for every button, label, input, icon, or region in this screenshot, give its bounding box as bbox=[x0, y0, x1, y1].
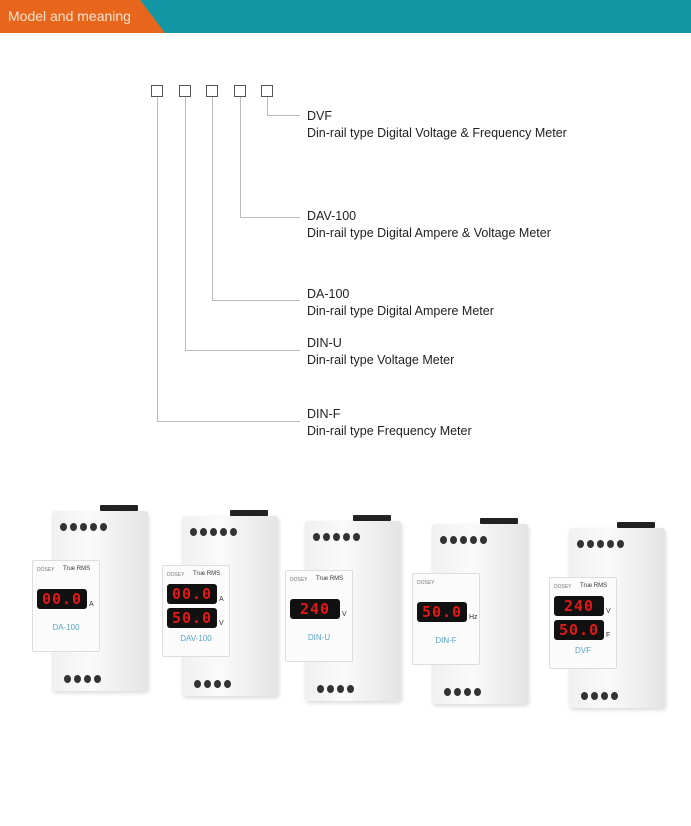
led-display: 50.0 bbox=[554, 620, 604, 640]
code-box-2 bbox=[179, 85, 191, 97]
led-display: 00.0 bbox=[37, 589, 87, 609]
top-terminals bbox=[60, 523, 107, 531]
top-terminals bbox=[577, 540, 624, 548]
rms-label: True RMS bbox=[193, 571, 221, 577]
model-label-din-f: DIN-F Din-rail type Frequency Meter bbox=[307, 406, 472, 440]
led-display: 50.0 bbox=[417, 602, 467, 622]
unit-label: F bbox=[606, 632, 611, 639]
unit-label: V bbox=[606, 608, 611, 615]
code-box-4 bbox=[234, 85, 246, 97]
top-terminals bbox=[440, 536, 487, 544]
connector bbox=[212, 97, 213, 300]
connector bbox=[240, 217, 300, 218]
top-terminals bbox=[313, 533, 360, 541]
bottom-terminals bbox=[194, 680, 231, 688]
din-clip bbox=[353, 515, 391, 521]
brand-label: DOSEY bbox=[417, 580, 435, 586]
model-code: DAV-100 bbox=[307, 209, 357, 223]
brand-label: DOSEY bbox=[554, 584, 572, 590]
bottom-terminals bbox=[64, 675, 101, 683]
model-code: DIN-F bbox=[307, 407, 341, 421]
led-display: 50.0 bbox=[167, 608, 217, 628]
unit-label: V bbox=[219, 620, 224, 627]
connector bbox=[157, 421, 300, 422]
rms-label: True RMS bbox=[580, 583, 608, 589]
bottom-terminals bbox=[317, 685, 354, 693]
top-terminals bbox=[190, 528, 237, 536]
din-clip bbox=[617, 522, 655, 528]
code-box-5 bbox=[261, 85, 273, 97]
model-name: DA-100 bbox=[52, 623, 80, 632]
model-name: DVF bbox=[575, 646, 591, 655]
connector bbox=[185, 97, 186, 350]
model-name: DIN-U bbox=[307, 633, 331, 642]
unit-label: V bbox=[342, 611, 347, 618]
connector bbox=[240, 97, 241, 217]
connector bbox=[157, 97, 158, 421]
code-box-3 bbox=[206, 85, 218, 97]
model-label-dvf: DVF Din-rail type Digital Voltage & Frequ… bbox=[307, 108, 567, 142]
led-display: 240 bbox=[554, 596, 604, 616]
bottom-terminals bbox=[581, 692, 618, 700]
din-clip bbox=[100, 505, 138, 511]
model-description: Din-rail type Digital Voltage & Frequenc… bbox=[307, 126, 567, 140]
section-banner: Model and meaning bbox=[0, 0, 691, 33]
model-code: DIN-U bbox=[307, 336, 342, 350]
model-description: Din-rail type Frequency Meter bbox=[307, 424, 472, 438]
model-label-din-u: DIN-U Din-rail type Voltage Meter bbox=[307, 335, 454, 369]
model-description: Din-rail type Digital Ampere & Voltage M… bbox=[307, 226, 551, 240]
model-description: Din-rail type Voltage Meter bbox=[307, 353, 455, 367]
led-display: 00.0 bbox=[167, 584, 217, 604]
model-description: Din-rail type Digital Ampere Meter bbox=[307, 304, 494, 318]
brand-label: DOSEY bbox=[167, 572, 185, 578]
section-title: Model and meaning bbox=[8, 8, 131, 24]
bottom-terminals bbox=[444, 688, 481, 696]
model-name: DIN-F bbox=[435, 636, 457, 645]
model-name: DAV-100 bbox=[180, 634, 212, 643]
unit-label: Hz bbox=[469, 614, 478, 621]
brand-label: DOSEY bbox=[290, 577, 308, 583]
unit-label: A bbox=[219, 596, 224, 603]
unit-label: A bbox=[89, 601, 94, 608]
connector bbox=[267, 115, 300, 116]
rms-label: True RMS bbox=[63, 566, 91, 572]
banner-tab bbox=[0, 0, 165, 33]
connector bbox=[212, 300, 300, 301]
led-display: 240 bbox=[290, 599, 340, 619]
din-clip bbox=[230, 510, 268, 516]
model-code: DVF bbox=[307, 109, 332, 123]
connector bbox=[267, 97, 268, 115]
code-box-1 bbox=[151, 85, 163, 97]
brand-label: DOSEY bbox=[37, 567, 55, 573]
rms-label: True RMS bbox=[316, 576, 344, 582]
connector bbox=[185, 350, 300, 351]
din-clip bbox=[480, 518, 518, 524]
model-code: DA-100 bbox=[307, 287, 350, 301]
